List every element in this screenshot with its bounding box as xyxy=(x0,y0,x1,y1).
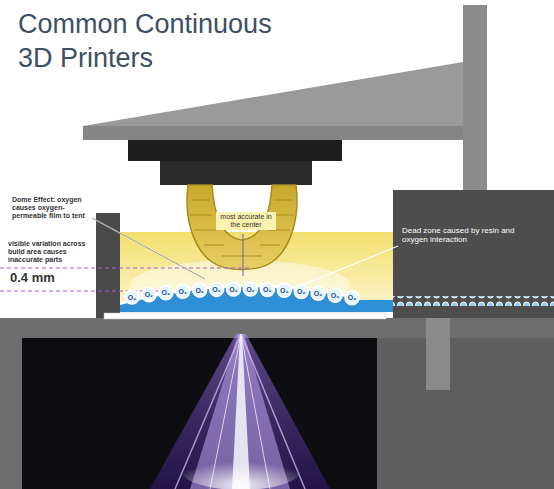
oxygen-bubble xyxy=(294,285,308,299)
oxygen-label: O₂ xyxy=(263,286,272,293)
oxygen-bubble xyxy=(345,291,359,305)
oxygen-label: O₂ xyxy=(331,292,340,299)
oxygen-label: O₂ xyxy=(297,288,306,295)
oxygen-bubble xyxy=(328,288,342,302)
callout-note: most accurate in the center xyxy=(216,212,276,230)
oxygen-label: O₂ xyxy=(145,291,154,298)
oxygen-bubble xyxy=(193,283,207,297)
callout-note: Dead zone caused by resin and oxygen int… xyxy=(402,226,542,244)
oxygen-label: O₂ xyxy=(348,294,357,301)
dimension-label: 0.4 mm xyxy=(10,271,70,286)
oxygen-bubble xyxy=(125,290,139,304)
oxygen-label: O₂ xyxy=(178,288,187,295)
oxygen-bubble xyxy=(243,282,257,296)
callout-note: visible variation across build area caus… xyxy=(8,240,100,264)
oxygen-label: O₂ xyxy=(212,286,221,293)
oxygen-bubble xyxy=(142,288,156,302)
oxygen-bubble xyxy=(159,286,173,300)
oxygen-bubble xyxy=(277,283,291,297)
oxygen-bubble xyxy=(260,283,274,297)
oxygen-label: O₂ xyxy=(195,287,204,294)
oxygen-label: O₂ xyxy=(162,289,171,296)
oxygen-bubble xyxy=(210,282,224,296)
oxygen-bubble xyxy=(227,282,241,296)
callout-note: Dome Effect: oxygen causes oxygen-permea… xyxy=(12,196,96,220)
oxygen-label: O₂ xyxy=(280,287,289,294)
oxygen-label: O₂ xyxy=(246,286,255,293)
title: Common Continuous 3D Printers xyxy=(18,8,308,76)
oxygen-bubble xyxy=(176,284,190,298)
oxygen-label: O₂ xyxy=(128,294,137,301)
oxygen-bubble xyxy=(311,286,325,300)
oxygen-label: O₂ xyxy=(229,286,238,293)
oxygen-label: O₂ xyxy=(314,290,323,297)
